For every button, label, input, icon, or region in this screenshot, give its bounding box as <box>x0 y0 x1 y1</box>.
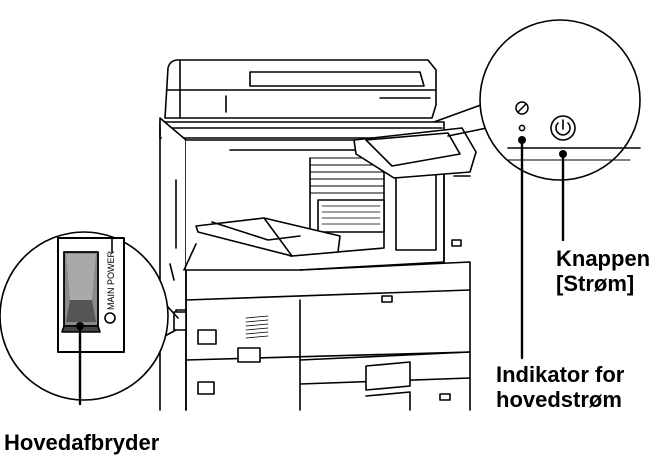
main-switch-label: Hovedafbryder <box>4 430 159 455</box>
main-power-indicator-label-line1: Indikator for <box>496 362 624 387</box>
document-feeder <box>165 60 436 118</box>
power-button-label-line2: [Strøm] <box>556 271 650 296</box>
switch-text: MAIN POWER <box>106 250 116 310</box>
main-power-indicator-label: Indikator for hovedstrøm <box>496 362 624 412</box>
printer-illustration <box>160 60 476 410</box>
power-button-label-line1: Knappen <box>556 246 650 271</box>
power-button-label: Knappen [Strøm] <box>556 246 650 296</box>
main-switch-zoom: MAIN POWER <box>0 232 178 404</box>
power-button-zoom <box>434 20 640 358</box>
vent-grille <box>246 316 268 338</box>
main-power-indicator-label-line2: hovedstrøm <box>496 387 624 412</box>
printer-body <box>160 118 186 410</box>
